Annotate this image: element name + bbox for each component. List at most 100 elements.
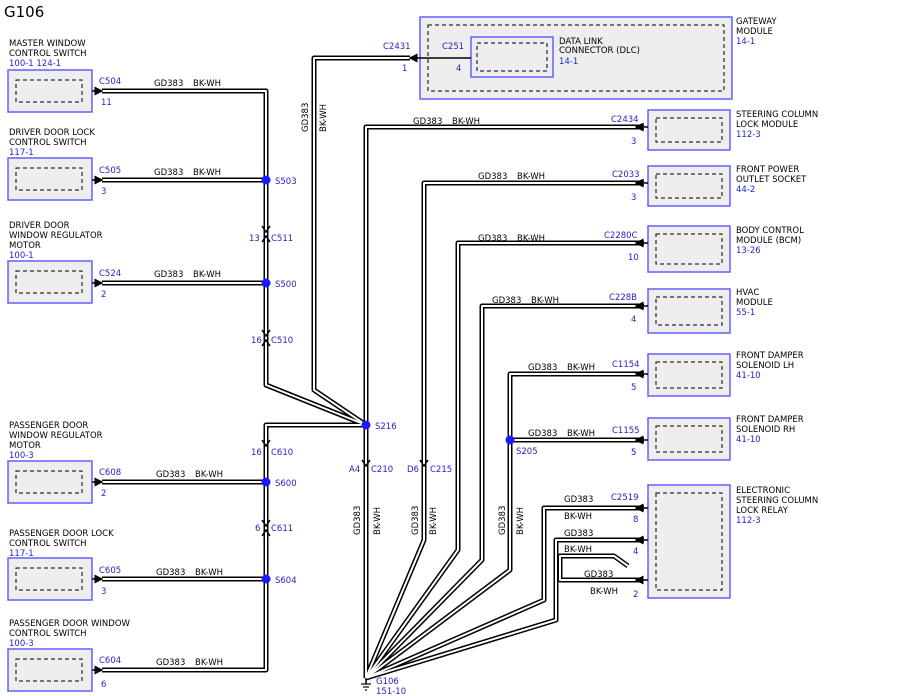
pin-number: 3	[101, 187, 106, 197]
component-ref-link[interactable]: 100-1 124-1	[9, 59, 61, 69]
connector-label[interactable]: C228B	[609, 293, 637, 303]
inline-connector-arrow	[261, 439, 271, 448]
component-ref-link[interactable]: 14-1	[736, 37, 755, 47]
connector-label[interactable]: C524	[99, 269, 121, 279]
connector-label[interactable]: C2434	[611, 115, 639, 125]
pin-number: 1	[402, 64, 407, 74]
left-component-passenger-door-lock-switch: PASSENGER DOOR LOCK CONTROL SWITCH 117-1…	[7, 529, 121, 601]
splice-dot[interactable]	[361, 420, 371, 430]
component-inner-box	[655, 173, 723, 199]
wire-color-label: BK-WH	[567, 429, 595, 439]
component-ref-link[interactable]: 41-10	[736, 371, 761, 381]
component-name: DRIVER DOOR LOCK	[9, 128, 95, 138]
wire-code-label: GD383	[156, 568, 185, 578]
component-name: PASSENGER DOOR	[9, 421, 88, 431]
connector-label[interactable]: C605	[99, 566, 121, 576]
wire-code-label: GD383	[353, 506, 363, 535]
component-name: LOCK MODULE	[736, 120, 798, 130]
component-name: GATEWAY	[736, 17, 777, 27]
component-box	[7, 460, 93, 504]
component-inner-box	[655, 361, 723, 389]
component-name: WINDOW REGULATOR	[9, 431, 103, 441]
component-box	[7, 557, 93, 601]
connector-label[interactable]: C1155	[612, 426, 640, 436]
component-ref-link[interactable]: 117-1	[9, 549, 34, 559]
connector-label[interactable]: C608	[99, 468, 121, 478]
connector-label[interactable]: C511	[271, 234, 293, 244]
component-ref-link[interactable]: 100-3	[9, 451, 34, 461]
pin-number: 16	[251, 336, 262, 346]
connector-label[interactable]: C2519	[611, 493, 639, 503]
connector-label[interactable]: C251	[442, 42, 464, 52]
component-ref-link[interactable]: 112-3	[736, 130, 761, 140]
component-name: FRONT DAMPER	[736, 415, 804, 425]
component-name: CONTROL SWITCH	[9, 539, 87, 549]
splice-dot[interactable]	[505, 435, 515, 445]
connector-label[interactable]: C210	[371, 465, 393, 475]
component-ref-link[interactable]: 41-10	[736, 435, 761, 445]
ground-ref-link[interactable]: 151-10	[376, 687, 406, 696]
component-ref-link[interactable]: 117-1	[9, 148, 34, 158]
wire-code-label: GD383	[564, 529, 593, 539]
wire-color-label: BK-WH	[564, 512, 592, 522]
connector-label[interactable]: C610	[271, 448, 293, 458]
splice-label: S503	[275, 177, 297, 187]
pin-number: 6	[101, 680, 106, 690]
splices: S503 S500 S216 S600 S604 S205	[261, 175, 538, 586]
inline-connector-arrow	[261, 225, 271, 234]
right-component-steering-lock-relay: ELECTRONIC STEERING COLUMN LOCK RELAY 11…	[611, 484, 818, 600]
component-ref-link[interactable]: 44-2	[736, 185, 755, 195]
wire-color-label: BK-WH	[193, 168, 221, 178]
component-box	[470, 36, 554, 78]
connector-label[interactable]: C2431	[383, 42, 411, 52]
splice-dot[interactable]	[261, 175, 271, 185]
wire-code-label: GD383	[413, 117, 442, 127]
component-ref-link[interactable]: 13-26	[736, 246, 761, 256]
wire-code-label: GD383	[301, 103, 311, 132]
component-name: PASSENGER DOOR WINDOW	[9, 619, 131, 629]
connector-label[interactable]: C611	[271, 524, 293, 534]
inline-connector-arrow	[261, 519, 271, 528]
wire-color-label: BK-WH	[517, 234, 545, 244]
component-box	[647, 165, 731, 207]
splice-dot[interactable]	[261, 477, 271, 487]
component-ref-link[interactable]: 100-1	[9, 251, 34, 261]
connector-label[interactable]: C1154	[612, 360, 640, 370]
pin-number: 3	[631, 137, 636, 147]
wire-code-label: GD383	[154, 168, 183, 178]
connector-label[interactable]: C505	[99, 166, 121, 176]
component-name: FRONT POWER	[736, 165, 799, 175]
wire-labels: GD383 BK-WH GD383 BK-WH GD383 BK-WH GD38…	[154, 79, 618, 668]
component-ref-link[interactable]: 55-1	[736, 308, 755, 318]
wire-color-label: BK-WH	[590, 587, 618, 597]
splice-dot[interactable]	[261, 278, 271, 288]
splice-dot[interactable]	[261, 574, 271, 584]
connector-label[interactable]: C510	[271, 336, 293, 346]
wire-color-label: BK-WH	[195, 658, 223, 668]
connector-label[interactable]: C2033	[612, 170, 640, 180]
component-inner-box	[15, 167, 83, 191]
component-ref-link[interactable]: 100-3	[9, 639, 34, 649]
component-name: FRONT DAMPER	[736, 351, 804, 361]
inline-connector-arrow	[261, 338, 271, 347]
component-ref-link[interactable]: 14-1	[559, 57, 578, 67]
component-name: MASTER WINDOW	[9, 39, 86, 49]
ground-label: G106	[376, 677, 399, 687]
wire-color-label: BK-WH	[564, 545, 592, 555]
data-link-connector: DATA LINK CONNECTOR (DLC) 14-1 C251 4	[408, 36, 640, 78]
connector-label[interactable]: C504	[99, 77, 121, 87]
splice-label: S216	[375, 422, 397, 432]
component-ref-link[interactable]: 112-3	[736, 516, 761, 526]
left-component-passenger-window-switch: PASSENGER DOOR WINDOW CONTROL SWITCH 100…	[7, 619, 131, 692]
splice-label: S604	[275, 576, 297, 586]
splice-label: S205	[516, 447, 538, 457]
pin-number: 4	[633, 547, 638, 557]
connector-label[interactable]: C215	[430, 465, 452, 475]
component-inner-box	[655, 233, 723, 265]
component-name: CONNECTOR (DLC)	[559, 46, 640, 56]
component-inner-box	[15, 270, 83, 294]
connector-label[interactable]: C2280C	[604, 231, 638, 241]
inline-connector-arrow	[361, 459, 371, 468]
connector-label[interactable]: C604	[99, 656, 121, 666]
